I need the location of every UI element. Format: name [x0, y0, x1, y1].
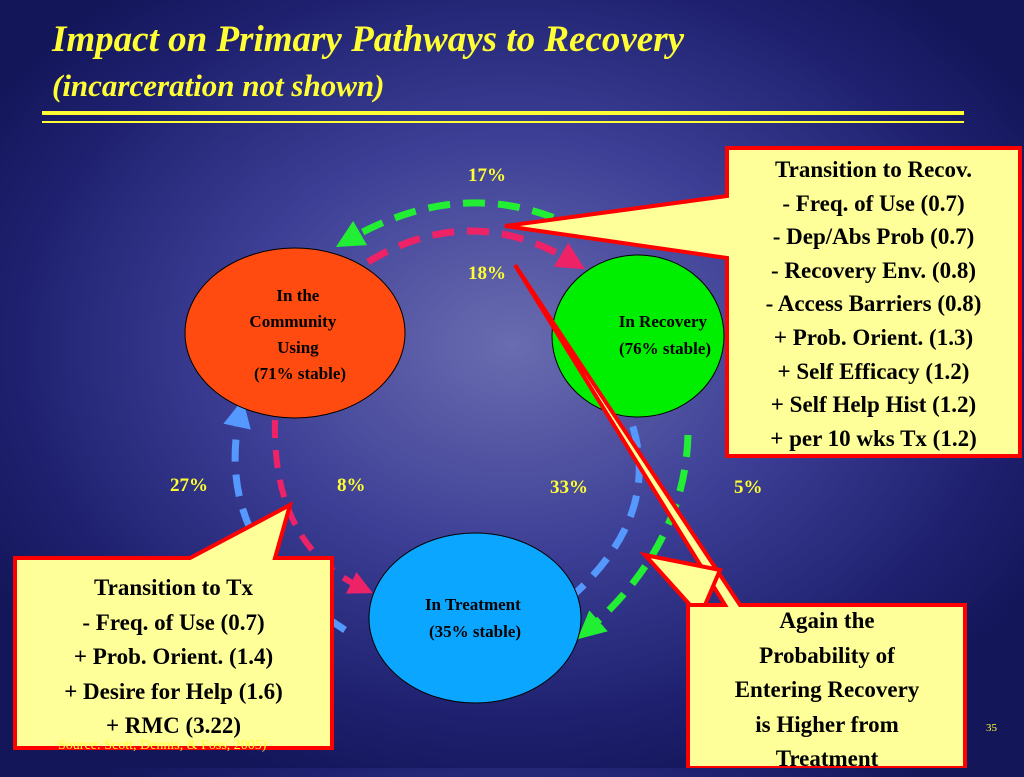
callout-again-pointer-2 [639, 551, 723, 607]
callout-recovery-line: Transition to Recov. [775, 157, 972, 182]
callout-again-line: Entering Recovery [734, 677, 920, 702]
arrow-community-to-treatment [271, 419, 373, 594]
slide-subtitle: (incarceration not shown) [52, 68, 385, 103]
title-rule-thin [42, 121, 964, 123]
community-node-label: In the Community Using (71% stable) [249, 286, 346, 383]
node-in-treatment [368, 532, 582, 704]
node-in-recovery [551, 254, 725, 418]
arrow-treatment-to-recovery [565, 416, 643, 603]
recovery-label-line: (76% stable) [619, 339, 711, 358]
callout-tx-line: + Desire for Help (1.6) [64, 678, 283, 704]
arrow-recovery-to-treatment [577, 434, 692, 640]
callout-again-shape [513, 263, 967, 768]
recovery-node-label: In Recovery (76% stable) [619, 312, 712, 358]
slide-title: Impact on Primary Pathways to Recovery [52, 19, 685, 60]
arrow-recovery-to-community [335, 199, 587, 247]
callout-recovery-line: - Dep/Abs Prob (0.7) [772, 224, 975, 250]
treatment-node-label: In Treatment (35% stable) [425, 595, 525, 641]
slide-number: 35 [986, 722, 997, 734]
treatment-label-line: In Treatment [425, 595, 521, 614]
callout-tx-line: + Prob. Orient. (1.4) [73, 644, 274, 669]
title-rule-thick [42, 111, 964, 115]
pct-treatment-to-recovery: 33% [550, 477, 588, 498]
callout-tx-line: - Freq. of Use (0.7) [82, 609, 265, 635]
callout-again-probability [513, 263, 967, 768]
callout-recovery-text: Transition to Recov. - Freq. of Use (0.7… [731, 153, 1016, 455]
callout-transition-to-tx [13, 501, 334, 750]
pct-recovery-to-treatment: 5% [734, 477, 763, 498]
arrow-community-to-recovery [366, 227, 585, 270]
callout-recovery-line: + Prob. Orient. (1.3) [773, 324, 974, 350]
callout-tx-shape [13, 501, 334, 750]
node-in-the-community-using [184, 247, 406, 419]
callout-recovery-line: - Freq. of Use (0.7) [782, 190, 965, 216]
community-label-line: Community [249, 312, 336, 331]
callout-tx-text: Transition to Tx - Freq. of Use (0.7) + … [19, 571, 328, 744]
recovery-label-line: In Recovery [619, 312, 708, 331]
callout-tx-line: + RMC (3.22) [105, 713, 242, 738]
pct-community-to-treatment: 8% [337, 475, 366, 496]
callout-again-text: Again the Probability of Entering Recove… [692, 604, 962, 777]
source-footnote: Source: Scott, Dennis, & Foss, 2005) [58, 738, 267, 753]
community-label-line: (71% stable) [254, 364, 346, 383]
community-label-line: Using [277, 338, 319, 357]
callout-again-line: is Higher from [755, 711, 899, 737]
callout-recovery-line: - Access Barriers (0.8) [765, 291, 982, 317]
callout-recovery-line: - Recovery Env. (0.8) [770, 257, 977, 283]
pct-treatment-to-community: 27% [170, 475, 208, 496]
pct-community-to-recovery: 18% [468, 263, 506, 284]
callout-tx-line: Transition to Tx [94, 575, 253, 600]
callout-transition-to-recovery [504, 146, 1022, 458]
callout-recovery-line: + per 10 wks Tx (1.2) [770, 425, 977, 451]
callout-recovery-shape [504, 146, 1022, 458]
callout-again-line: Probability of [759, 642, 895, 668]
callout-again-line: Again the [779, 608, 875, 633]
community-label-line: In the [276, 286, 319, 305]
treatment-label-line: (35% stable) [429, 622, 521, 641]
callout-recovery-line: + Self Help Hist (1.2) [770, 392, 977, 418]
callout-recovery-line: + Self Efficacy (1.2) [777, 358, 970, 384]
pct-recovery-to-community: 17% [468, 165, 506, 186]
callout-again-line: Treatment [775, 746, 879, 771]
